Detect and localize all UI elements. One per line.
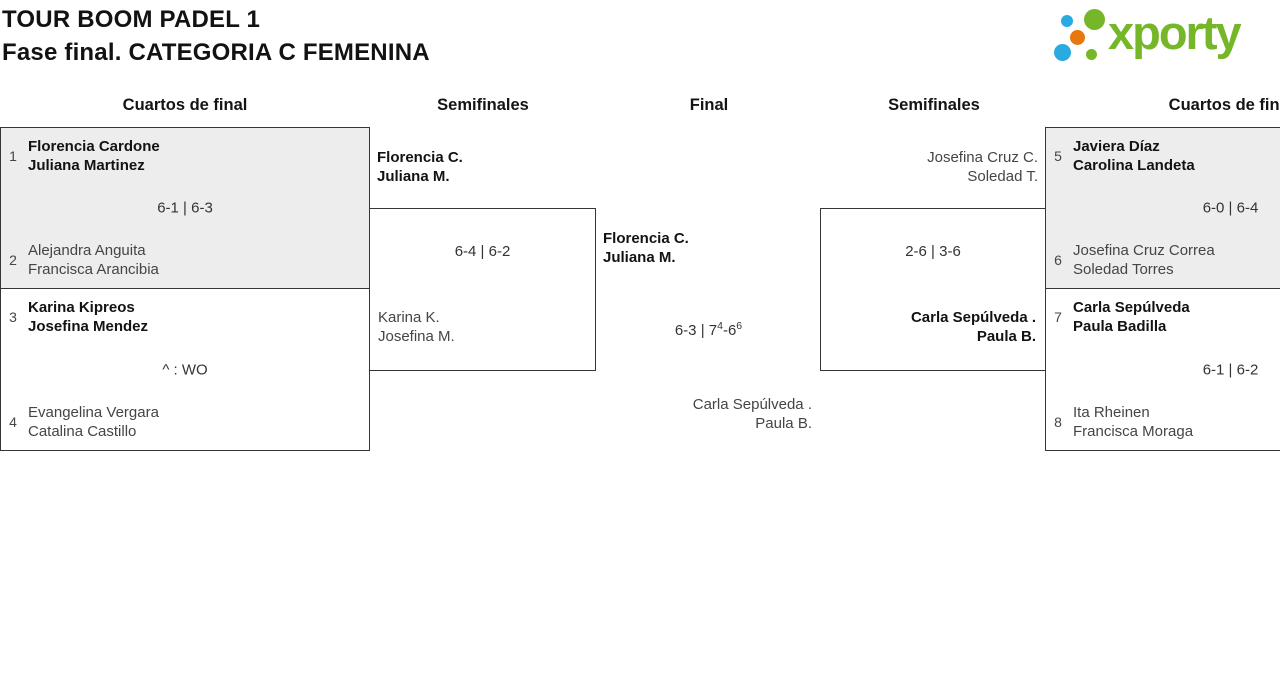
logo-dot-icon — [1054, 44, 1071, 61]
round-header-final: Final — [689, 96, 729, 114]
match-box-qf1: 1 Florencia Cardone Juliana Martinez 6-1… — [0, 127, 370, 289]
player-name: Paula B. — [755, 415, 812, 432]
seed-number: 3 — [9, 309, 17, 325]
final-score: 6-3 | 74-66 — [595, 320, 822, 339]
xporty-logo[interactable]: xporty — [1045, 0, 1280, 75]
player-name: Carla Sepúlveda . — [692, 396, 812, 413]
player-name: Karina K. — [378, 309, 440, 326]
seed-number: 6 — [1054, 252, 1062, 268]
player-name: Josefina Cruz C. — [927, 149, 1038, 166]
match-score: ^ : WO — [162, 361, 208, 378]
logo-wordmark: xporty — [1108, 6, 1242, 59]
sf-right-loser: Josefina Cruz C. Soledad T. — [927, 148, 1038, 186]
match-score: 6-0 | 6-4 — [1202, 199, 1259, 217]
logo-dot-icon — [1061, 15, 1073, 27]
player-name: Josefina Cruz Correa — [1073, 242, 1215, 259]
page-title: TOUR BOOM PADEL 1 Fase final. CATEGORIA … — [2, 3, 430, 69]
player-name: Florencia C. — [377, 149, 463, 166]
player-name: Ita Rheinen — [1073, 404, 1150, 421]
round-header-semifinals-right: Semifinales — [888, 96, 980, 114]
match-box-sf-left: 6-4 | 6-2 Karina K. Josefina M. — [369, 208, 596, 371]
team-pair: Alejandra Anguita Francisca Arancibia — [28, 241, 159, 279]
player-name: Paula Badilla — [1073, 318, 1167, 335]
seed-number: 5 — [1054, 148, 1062, 164]
logo-dot-icon — [1070, 30, 1085, 45]
player-name: Francisca Moraga — [1073, 423, 1194, 440]
seed-number: 7 — [1054, 309, 1062, 325]
tournament-phase: Fase final. CATEGORIA C FEMENINA — [2, 39, 430, 66]
team-pair: Evangelina Vergara Catalina Castillo — [28, 403, 159, 441]
seed-number: 1 — [9, 148, 17, 164]
final-winner-team: Florencia C. Juliana M. — [603, 229, 689, 267]
logo-dot-icon — [1084, 9, 1105, 30]
match-score: 6-4 | 6-2 — [454, 243, 511, 260]
player-name: Soledad T. — [967, 168, 1038, 185]
player-name: Carla Sepúlveda . — [910, 309, 1036, 326]
final-runnerup-team: Carla Sepúlveda . Paula B. — [693, 395, 812, 433]
match-box-qf3: 5 Javiera Díaz Carolina Landeta 6-0 | 6-… — [1045, 127, 1280, 289]
player-name: Paula B. — [976, 328, 1036, 345]
final-score-part: 6-3 | 7 — [674, 322, 718, 339]
team-pair: Ita Rheinen Francisca Moraga — [1073, 403, 1193, 441]
player-name: Javiera Díaz — [1073, 138, 1160, 155]
match-box-qf4: 7 Carla Sepúlveda Paula Badilla 6-1 | 6-… — [1045, 288, 1280, 451]
player-name: Florencia Cardone — [28, 138, 160, 155]
player-name: Juliana M. — [603, 249, 676, 266]
team-pair: Karina Kipreos Josefina Mendez — [28, 298, 148, 336]
player-name: Karina Kipreos — [28, 299, 135, 316]
player-name: Evangelina Vergara — [28, 404, 159, 421]
final-score-part: -6 — [722, 322, 737, 339]
player-name: Catalina Castillo — [28, 423, 137, 440]
round-header-quarterfinals-left: Cuartos de final — [122, 96, 248, 114]
player-name: Alejandra Anguita — [28, 242, 146, 259]
logo-dot-icon — [1086, 49, 1097, 60]
seed-number: 8 — [1054, 414, 1062, 430]
player-name: Juliana M. — [377, 168, 450, 185]
round-header-semifinals-left: Semifinales — [437, 96, 529, 114]
player-name: Carolina Landeta — [1073, 157, 1195, 174]
match-box-qf2: 3 Karina Kipreos Josefina Mendez ^ : WO … — [0, 288, 370, 451]
final-score-tiebreak: 6 — [736, 320, 743, 332]
sf-left-winner: Florencia C. Juliana M. — [377, 148, 463, 186]
player-name: Soledad Torres — [1073, 261, 1174, 278]
player-name: Florencia C. — [603, 230, 689, 247]
seed-number: 2 — [9, 252, 17, 268]
match-score: 6-1 | 6-3 — [157, 199, 213, 217]
team-pair: Florencia Cardone Juliana Martinez — [28, 137, 160, 175]
team-pair: Javiera Díaz Carolina Landeta — [1073, 137, 1195, 175]
final-score-tiebreak: 4 — [717, 320, 723, 332]
player-name: Carla Sepúlveda — [1073, 299, 1190, 316]
player-name: Josefina M. — [378, 328, 455, 345]
match-score: 6-1 | 6-2 — [1202, 361, 1259, 378]
team-pair: Carla Sepúlveda Paula Badilla — [1073, 298, 1190, 336]
team-pair: Josefina Cruz Correa Soledad Torres — [1073, 241, 1215, 279]
tournament-name: TOUR BOOM PADEL 1 — [2, 6, 261, 33]
team-pair: Karina K. Josefina M. — [378, 308, 455, 346]
seed-number: 4 — [9, 414, 17, 430]
team-pair: Carla Sepúlveda . Paula B. — [911, 308, 1036, 346]
player-name: Juliana Martinez — [28, 157, 145, 174]
player-name: Josefina Mendez — [28, 318, 149, 335]
match-score: 2-6 | 3-6 — [905, 243, 961, 260]
player-name: Francisca Arancibia — [28, 261, 159, 278]
match-box-sf-right: 2-6 | 3-6 Carla Sepúlveda . Paula B. — [820, 208, 1046, 371]
round-header-quarterfinals-right: Cuartos de final — [1168, 96, 1280, 114]
